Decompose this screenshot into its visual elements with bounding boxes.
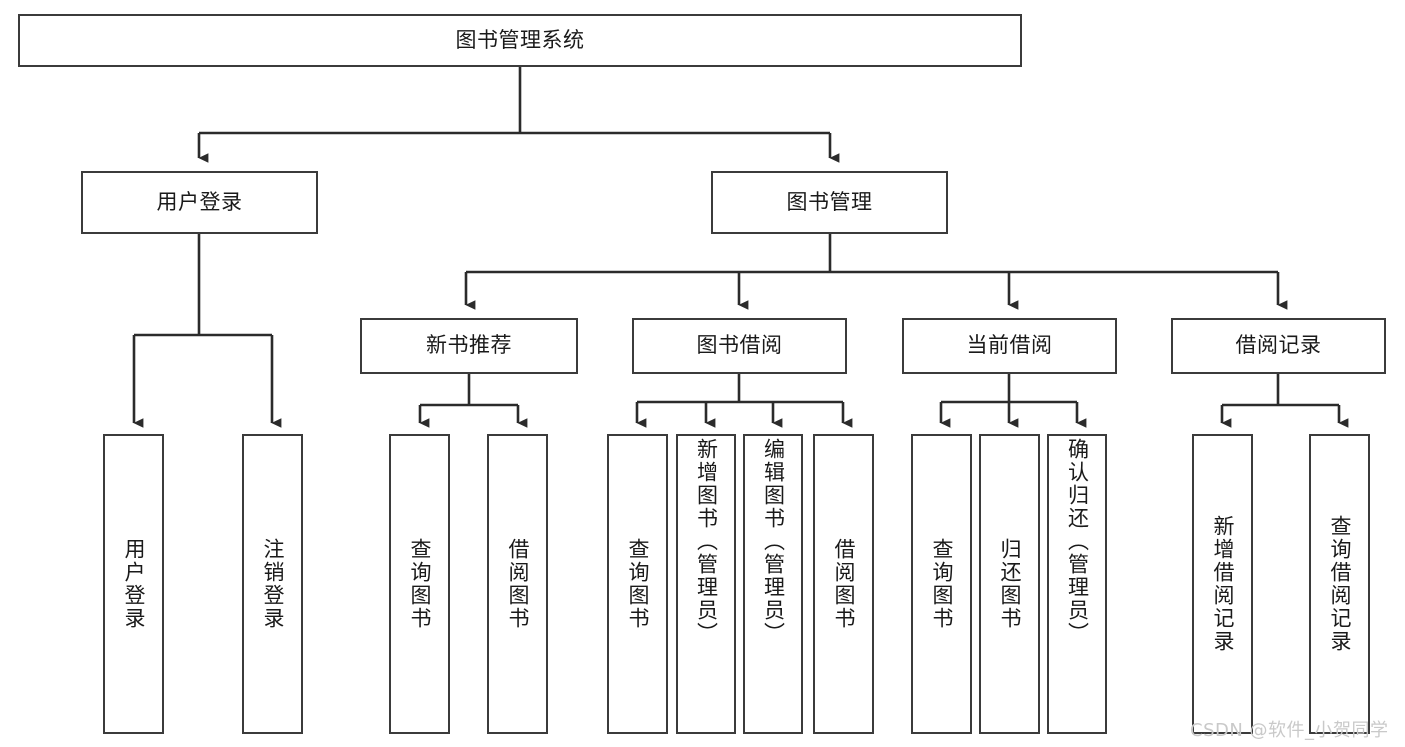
leaf-confirm-return-admin[interactable]: 确认归还（管理员）	[1047, 434, 1107, 734]
node-borrow-record[interactable]: 借阅记录	[1171, 318, 1386, 374]
leaf-add-book-admin[interactable]: 新增图书（管理员）	[676, 434, 736, 734]
node-label: 用户登录	[121, 538, 146, 630]
node-new-book-recommend[interactable]: 新书推荐	[360, 318, 578, 374]
leaf-add-borrow-record[interactable]: 新增借阅记录	[1192, 434, 1253, 734]
node-label: 图书借阅	[696, 333, 783, 358]
node-book-management[interactable]: 图书管理	[711, 171, 948, 234]
node-label: 查询借阅记录	[1327, 515, 1352, 653]
watermark: CSDN @软件_小贺同学	[1190, 720, 1389, 741]
leaf-user-login[interactable]: 用户登录	[103, 434, 164, 734]
node-label: 用户登录	[156, 189, 243, 214]
node-label: 确认归还（管理员）	[1065, 438, 1090, 645]
node-label: 编辑图书（管理员）	[761, 438, 786, 645]
leaf-query-borrow-record[interactable]: 查询借阅记录	[1309, 434, 1370, 734]
node-label: 注销登录	[260, 538, 285, 630]
node-label: 查询图书	[625, 538, 650, 630]
leaf-borrow-book-recommend[interactable]: 借阅图书	[487, 434, 548, 734]
node-label: 借阅图书	[831, 538, 856, 630]
leaf-query-book-current[interactable]: 查询图书	[911, 434, 972, 734]
node-current-borrow[interactable]: 当前借阅	[902, 318, 1117, 374]
node-label: 新增借阅记录	[1210, 515, 1235, 653]
node-label: 借阅记录	[1235, 333, 1322, 358]
node-label: 新书推荐	[426, 333, 512, 358]
leaf-query-book-borrow[interactable]: 查询图书	[607, 434, 668, 734]
leaf-edit-book-admin[interactable]: 编辑图书（管理员）	[743, 434, 803, 734]
leaf-borrow-book[interactable]: 借阅图书	[813, 434, 874, 734]
node-label: 归还图书	[997, 538, 1022, 630]
node-label: 图书管理系统	[455, 27, 585, 52]
node-label: 查询图书	[407, 538, 432, 630]
leaf-logout[interactable]: 注销登录	[242, 434, 303, 734]
node-label: 查询图书	[929, 538, 954, 630]
node-label: 图书管理	[786, 189, 873, 214]
leaf-return-book[interactable]: 归还图书	[979, 434, 1040, 734]
node-root-system[interactable]: 图书管理系统	[18, 14, 1022, 67]
leaf-query-book-recommend[interactable]: 查询图书	[389, 434, 450, 734]
node-label: 借阅图书	[505, 538, 530, 630]
node-label: 新增图书（管理员）	[694, 438, 719, 645]
node-book-borrow[interactable]: 图书借阅	[632, 318, 847, 374]
node-label: 当前借阅	[966, 333, 1053, 358]
node-user-login[interactable]: 用户登录	[81, 171, 318, 234]
